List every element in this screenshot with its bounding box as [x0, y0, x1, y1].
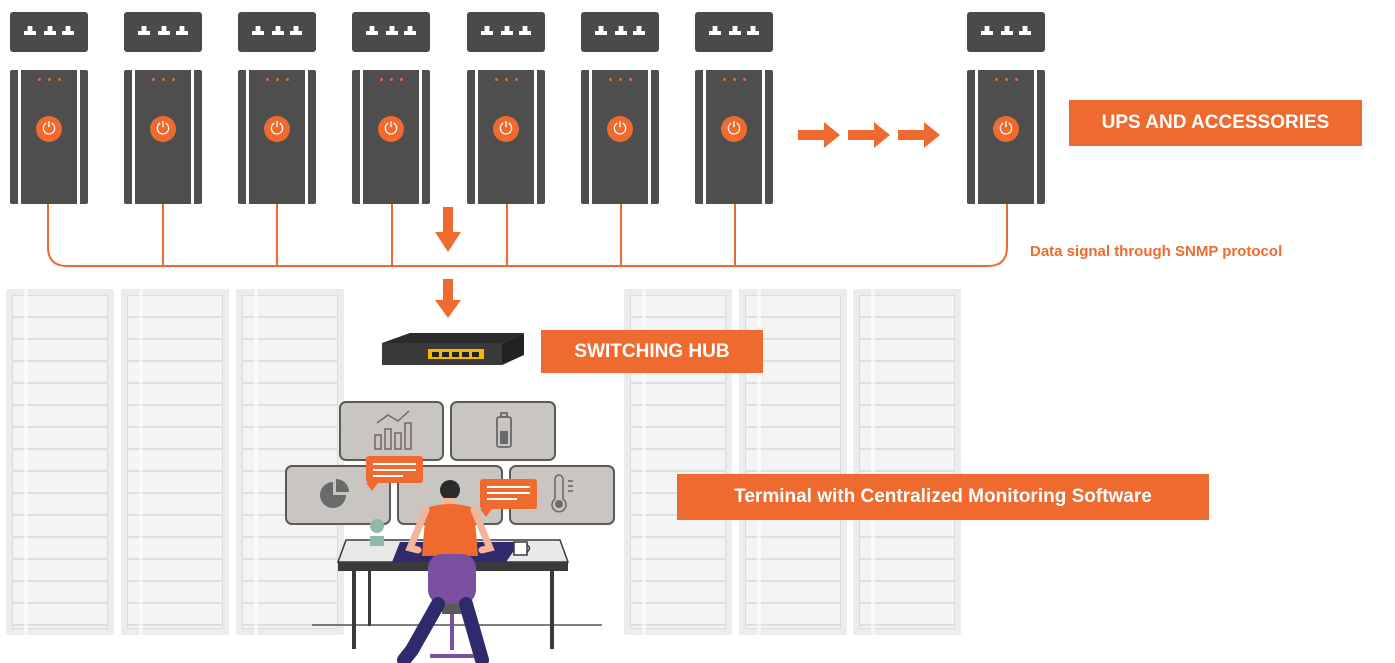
- ups-battery-module: [467, 12, 545, 52]
- power-icon: ⏻: [36, 116, 62, 142]
- ups-unit: ⏻: [352, 12, 430, 204]
- power-icon: ⏻: [493, 116, 519, 142]
- switching-hub-icon: [382, 333, 524, 365]
- ups-battery-module: [581, 12, 659, 52]
- power-icon: ⏻: [993, 116, 1019, 142]
- arrow-right-icon: [898, 122, 940, 148]
- ups-tower: ⏻: [124, 70, 202, 204]
- arrow-down-icon: [435, 207, 461, 252]
- ups-tower: ⏻: [238, 70, 316, 204]
- person-shirt: [422, 504, 478, 556]
- chat-bubble-icon: [480, 479, 537, 517]
- power-icon: ⏻: [378, 116, 404, 142]
- ups-tower: ⏻: [352, 70, 430, 204]
- server-rack: [853, 289, 961, 635]
- ups-battery-module: [10, 12, 88, 52]
- ups-unit: ⏻: [967, 12, 1045, 204]
- chat-bubble-icon: [366, 456, 423, 491]
- ups-unit: ⏻: [581, 12, 659, 204]
- power-icon: ⏻: [264, 116, 290, 142]
- server-rack: [121, 289, 229, 635]
- power-icon: ⏻: [150, 116, 176, 142]
- terminal-label: Terminal with Centralized Monitoring Sof…: [677, 474, 1209, 520]
- snmp-label: Data signal through SNMP protocol: [1030, 243, 1283, 260]
- server-rack: [6, 289, 114, 635]
- ups-battery-module: [124, 12, 202, 52]
- ups-battery-module: [352, 12, 430, 52]
- mug: [513, 541, 528, 556]
- chair: [428, 554, 476, 604]
- ups-tower: ⏻: [581, 70, 659, 204]
- person-head: [440, 480, 460, 500]
- ups-tower: ⏻: [695, 70, 773, 204]
- ups-battery-module: [695, 12, 773, 52]
- power-icon: ⏻: [721, 116, 747, 142]
- ups-tower: ⏻: [967, 70, 1045, 204]
- arrow-down-icon: [435, 279, 461, 318]
- ups-tower: ⏻: [10, 70, 88, 204]
- pie-chart-icon: [320, 479, 349, 508]
- ups-unit: ⏻: [695, 12, 773, 204]
- ups-tower: ⏻: [467, 70, 545, 204]
- arrow-right-icon: [848, 122, 890, 148]
- bar-chart-icon: [374, 410, 412, 450]
- switching-hub-label: SWITCHING HUB: [541, 330, 763, 373]
- ups-label: UPS AND ACCESSORIES: [1069, 100, 1362, 146]
- snmp-bus-line: [47, 190, 1008, 267]
- ups-unit: ⏻: [124, 12, 202, 204]
- arrow-right-icon: [798, 122, 840, 148]
- battery-icon: [496, 412, 512, 448]
- thermometer-icon: [551, 474, 573, 513]
- plant: [370, 536, 384, 546]
- ups-battery-module: [967, 12, 1045, 52]
- ups-unit: ⏻: [10, 12, 88, 204]
- operator-workstation: [312, 480, 602, 663]
- ups-unit: ⏻: [467, 12, 545, 204]
- ups-battery-module: [238, 12, 316, 52]
- server-rack: [236, 289, 344, 635]
- power-icon: ⏻: [607, 116, 633, 142]
- monitor-screen: [339, 401, 444, 461]
- ups-unit: ⏻: [238, 12, 316, 204]
- monitor-screen: [450, 401, 556, 461]
